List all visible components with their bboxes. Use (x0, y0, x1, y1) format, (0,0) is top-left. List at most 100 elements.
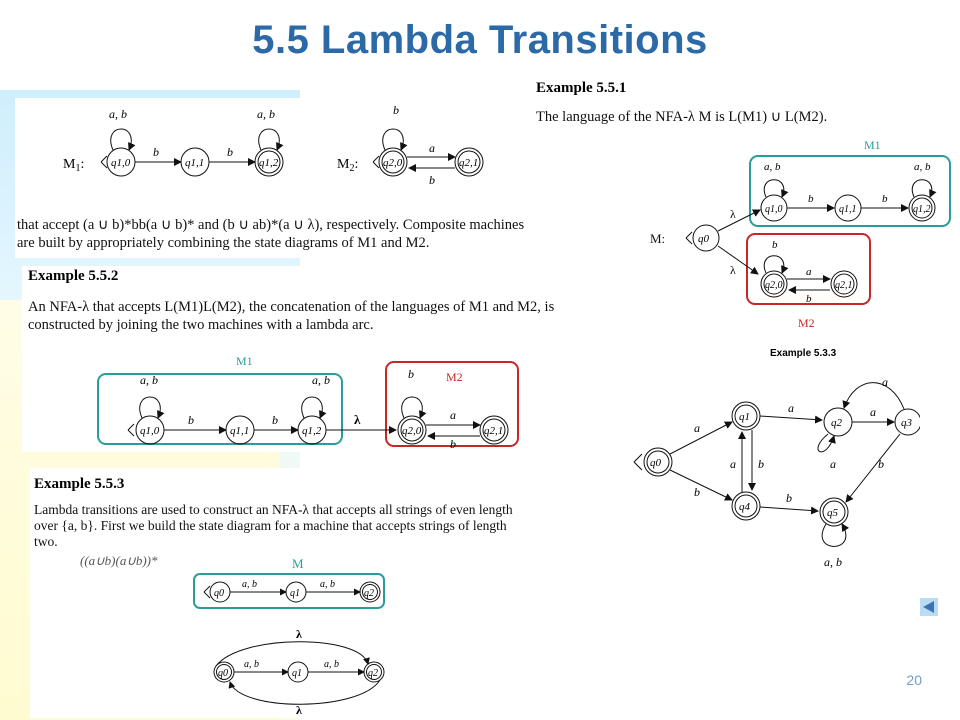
svg-text:a: a (730, 457, 736, 471)
svg-text:b: b (153, 145, 159, 159)
svg-text:b: b (878, 457, 884, 471)
svg-text:q2,1: q2,1 (484, 425, 503, 437)
svg-text:b: b (450, 437, 456, 451)
svg-text:a: a (694, 421, 700, 435)
svg-text:q1,1: q1,1 (230, 425, 249, 437)
svg-text:a, b: a, b (257, 107, 275, 121)
svg-text:b: b (227, 145, 233, 159)
svg-text:q2,0: q2,0 (383, 157, 403, 169)
svg-text:q1,2: q1,2 (259, 157, 279, 169)
m2-box (746, 233, 871, 305)
svg-text:q1,1: q1,1 (839, 204, 857, 215)
example-551-m2-tag: M2 (798, 316, 815, 330)
svg-text:q1,0: q1,0 (765, 204, 783, 215)
example-552-diagram: q1,0 a, b b q1,1 b q1,2 a, b λ q2,0 b a … (97, 361, 519, 451)
svg-text:a: a (788, 401, 794, 415)
intro-line-2: are built by appropriately combining the… (17, 235, 430, 251)
svg-text:a, b: a, b (764, 161, 781, 173)
example-551-diagram: q0 λ λ q1,0 a, b b q1,1 b q1,2 a, b q2,0… (685, 155, 951, 305)
svg-text:b: b (272, 413, 278, 427)
svg-text:a, b: a, b (320, 579, 335, 590)
state-q0-551 (692, 224, 720, 252)
svg-text:λ: λ (296, 627, 302, 641)
svg-text:q2,1: q2,1 (835, 280, 853, 291)
svg-text:q1,2: q1,2 (302, 425, 322, 437)
svg-text:b: b (429, 173, 435, 187)
svg-text:q2: q2 (368, 668, 378, 679)
example-533-diagram: q0 q1 q4 q2 q3 q5 a b a b a a a a (633, 375, 920, 569)
svg-text:q1,1: q1,1 (185, 157, 204, 169)
svg-text:q2: q2 (364, 588, 374, 599)
example-552-m2-tag: M2 (446, 370, 463, 384)
svg-text:q5: q5 (827, 507, 839, 519)
svg-text:a: a (882, 375, 888, 389)
svg-text:a: a (429, 141, 435, 155)
example-553-panel: Example 5.5.3 Lambda transitions are use… (30, 468, 560, 718)
top-machines-panel: M1: q1,0 a, b b q1,1 b q1,2 a, b M2: q2,… (15, 98, 535, 258)
svg-text:a, b: a, b (914, 161, 931, 173)
svg-text:λ: λ (296, 703, 302, 717)
example-551-text: The language of the NFA-λ M is L(M1) ∪ L… (536, 109, 828, 125)
svg-text:b: b (393, 103, 399, 117)
svg-text:q2,0: q2,0 (402, 425, 422, 437)
svg-text:q0: q0 (698, 233, 710, 245)
svg-text:λ: λ (730, 263, 736, 277)
svg-text:a, b: a, b (244, 659, 259, 670)
example-533-heading: Example 5.3.3 (770, 348, 837, 359)
example-553-diagram: q0 a, b q1 a, b q2 q0 a, b q1 a, b q2 λ … (193, 573, 385, 717)
example-552-heading: Example 5.5.2 (28, 268, 119, 284)
example-552-panel: Example 5.5.2 An NFA-λ that accepts L(M1… (22, 266, 634, 452)
page-number: 20 (906, 672, 922, 688)
svg-text:b: b (808, 193, 814, 205)
example-533-panel: Example 5.3.3 q0 q1 q4 q2 q3 q5 a (620, 344, 920, 580)
back-navigation-button[interactable] (920, 598, 938, 616)
svg-text:a, b: a, b (324, 659, 339, 670)
svg-text:q2,1: q2,1 (459, 157, 478, 169)
intro-line-1: that accept (a ∪ b)*bb(a ∪ b)* and (b ∪ … (17, 217, 525, 233)
svg-text:b: b (786, 491, 792, 505)
example-553-line-1: Lambda transitions are used to construct… (34, 502, 513, 517)
top-machines-diagram: M1: q1,0 a, b b q1,1 b q1,2 a, b M2: q2,… (63, 103, 484, 187)
svg-text:q3: q3 (901, 417, 913, 429)
m2-label: M2: (337, 157, 358, 174)
svg-text:b: b (408, 367, 414, 381)
svg-text:a: a (806, 266, 812, 278)
svg-text:a: a (450, 408, 456, 422)
state-q21 (454, 147, 484, 177)
svg-text:a: a (870, 405, 876, 419)
svg-text:a: a (830, 457, 836, 471)
state-q12 (254, 147, 284, 177)
svg-text:q1: q1 (739, 411, 750, 423)
example-552-line-2: constructed by joining the two machines … (28, 317, 374, 333)
svg-text:q1: q1 (292, 668, 302, 679)
svg-text:a, b: a, b (242, 579, 257, 590)
svg-text:λ: λ (354, 412, 361, 427)
svg-text:a, b: a, b (824, 555, 842, 569)
svg-text:a, b: a, b (109, 107, 127, 121)
example-551-heading: Example 5.5.1 (536, 80, 627, 96)
svg-text:b: b (882, 193, 888, 205)
svg-text:a, b: a, b (140, 373, 158, 387)
svg-text:b: b (188, 413, 194, 427)
example-553-line-2: over {a, b}. First we build the state di… (34, 518, 507, 533)
example-553-line-3: two. (34, 534, 58, 549)
svg-text:q1,0: q1,0 (140, 425, 160, 437)
example-551-m1-tag: M1 (864, 138, 881, 152)
svg-text:λ: λ (730, 207, 736, 221)
state-q20 (378, 147, 408, 177)
svg-text:q1: q1 (290, 588, 300, 599)
svg-text:q2,0: q2,0 (765, 280, 783, 291)
svg-text:q0: q0 (214, 588, 224, 599)
svg-text:b: b (772, 239, 778, 251)
svg-text:q0: q0 (218, 668, 228, 679)
handwritten-expression: ((a∪b)(a∪b))* (80, 553, 158, 568)
machine-m-label: M: (650, 231, 666, 246)
svg-text:b: b (694, 485, 700, 499)
svg-text:q4: q4 (739, 501, 751, 513)
example-553-m-tag: M (292, 556, 304, 571)
svg-text:q0: q0 (650, 457, 662, 469)
slide-title: 5.5 Lambda Transitions (252, 18, 708, 62)
svg-text:b: b (806, 293, 812, 305)
example-552-line-1: An NFA-λ that accepts L(M1)L(M2), the co… (28, 299, 555, 315)
m1-label: M1: (63, 157, 84, 174)
